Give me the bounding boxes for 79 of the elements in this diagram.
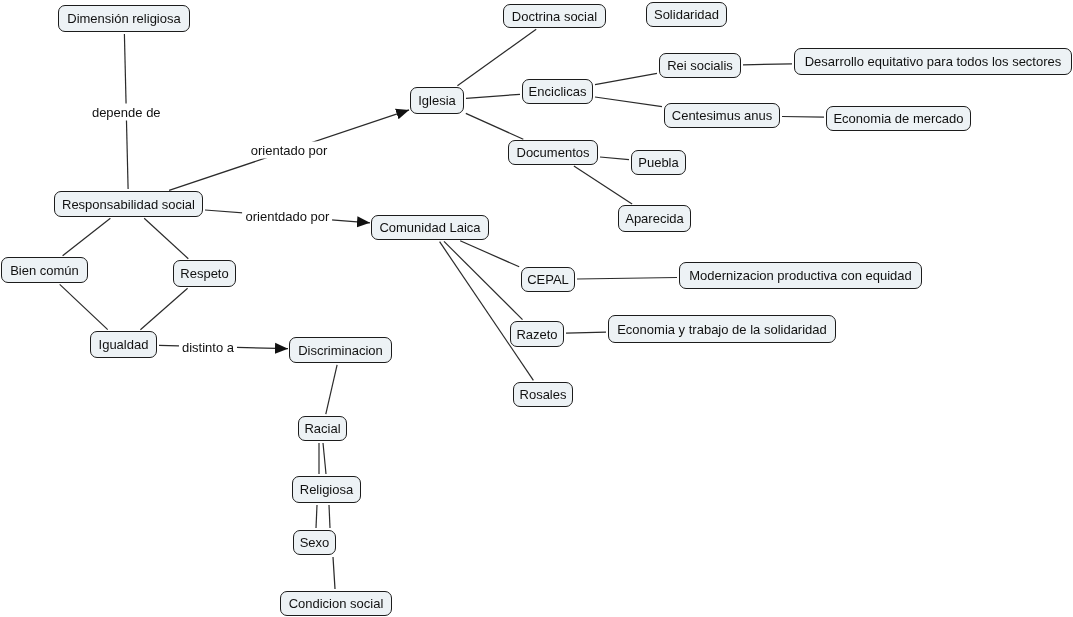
connector-line	[332, 556, 336, 590]
connector-line	[594, 96, 663, 108]
connector-line	[123, 33, 129, 190]
concept-box	[826, 106, 971, 131]
concept-box	[90, 331, 157, 358]
concept-label: CEPAL	[527, 272, 569, 287]
concept-label: Bien común	[10, 262, 79, 278]
connector-line	[576, 276, 678, 280]
concept-label: Igualdad	[98, 337, 149, 352]
concept-label: Discriminacion	[298, 342, 383, 358]
concept-box	[521, 267, 575, 292]
concept-box	[522, 79, 593, 104]
concept-label: Desarrollo equitativo para todos los sectores	[804, 54, 1062, 69]
concept-box	[173, 260, 236, 287]
connector-line	[465, 112, 524, 140]
connector-line	[325, 364, 338, 415]
concept-label: Sexo	[299, 535, 330, 550]
concept-box	[410, 87, 464, 114]
concept-box	[608, 315, 836, 343]
concept-box	[631, 150, 686, 175]
concept-box	[280, 591, 392, 616]
connector-line	[439, 241, 534, 381]
concept-box	[646, 2, 727, 27]
connector-line	[599, 156, 630, 161]
connector-line	[59, 283, 109, 331]
connector-line	[443, 240, 524, 321]
connector-line	[459, 240, 520, 268]
concept-box	[293, 530, 336, 555]
concept-label: Puebla	[638, 155, 679, 170]
connector-line	[139, 287, 189, 331]
concept-box	[794, 48, 1072, 75]
concept-label: Documentos	[516, 145, 590, 160]
concept-box	[679, 262, 922, 289]
concept-box	[292, 476, 361, 503]
concept-label: Razeto	[516, 326, 558, 342]
concept-box	[54, 191, 203, 217]
concept-label: Racial	[304, 421, 341, 436]
concept-label: Doctrina social	[511, 8, 598, 24]
concept-box	[1, 257, 88, 283]
concept-box	[510, 321, 564, 347]
concept-box	[513, 382, 573, 407]
connector-line	[565, 331, 607, 334]
connector-line	[465, 93, 521, 99]
connector-line	[318, 442, 320, 475]
concept-label: Condicion social	[288, 596, 384, 611]
connector-line	[573, 165, 633, 205]
concept-label: Aparecida	[625, 211, 684, 226]
concept-label: Enciclicas	[528, 84, 587, 99]
concept-box	[503, 4, 606, 28]
concept-box	[664, 103, 780, 128]
connector-line	[594, 72, 658, 86]
concept-box	[659, 53, 741, 78]
connector-line	[315, 504, 318, 529]
concept-label: Solidaridad	[653, 7, 719, 22]
connector-line	[62, 217, 111, 257]
concept-box	[58, 5, 190, 32]
concept-label: Modernizacion productiva con equidad	[689, 268, 912, 283]
connector-line	[328, 504, 331, 529]
concept-label: Dimensión religiosa	[67, 11, 181, 26]
concept-box	[289, 337, 392, 363]
concept-label: Economia de mercado	[833, 111, 964, 126]
concept-box	[618, 205, 691, 232]
connector-line	[456, 28, 537, 87]
concept-label: Rosales	[519, 387, 567, 402]
concept-label: Comunidad Laica	[379, 220, 481, 235]
concept-label: Religiosa	[299, 482, 354, 497]
concept-label: Responsabilidad social	[62, 196, 195, 212]
concept-box	[508, 140, 598, 165]
concept-box	[298, 416, 347, 441]
connector-line	[742, 63, 793, 66]
concept-label: Centesimus anus	[671, 108, 773, 123]
concept-box	[371, 215, 489, 240]
concept-label: Economia y trabajo de la solidaridad	[617, 321, 827, 337]
connector-line	[322, 442, 327, 475]
concept-label: Rei socialis	[667, 58, 733, 73]
connector-line	[781, 115, 825, 118]
concept-label: Respeto	[180, 266, 229, 281]
concept-label: Iglesia	[418, 93, 456, 108]
connector-line	[143, 217, 189, 260]
